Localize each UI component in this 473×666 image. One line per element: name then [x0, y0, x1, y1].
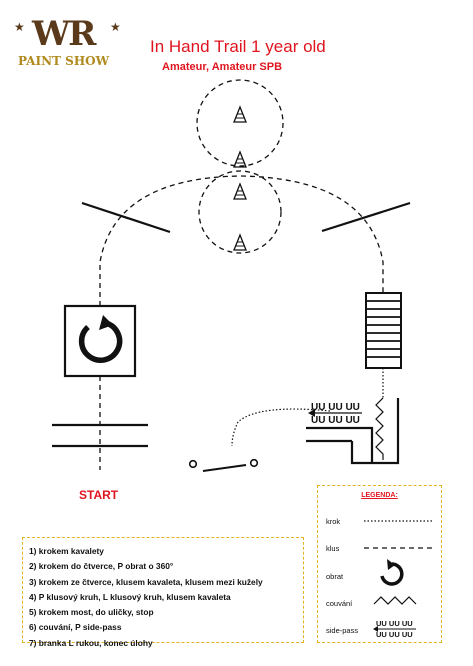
cone-icon: [233, 182, 247, 200]
cone-icon: [233, 233, 247, 251]
side-pass-marks: UU UU UU: [311, 402, 360, 413]
walk-path-gate: [231, 408, 331, 447]
legend-box: LEGENDA: krok klus obrat couvání side-pa…: [317, 485, 442, 643]
trot-circle-lower: [198, 170, 282, 254]
step-item: 3) krokem ze čtverce, klusem kavaleta, k…: [29, 576, 263, 587]
cone-icon: [233, 105, 247, 123]
legend-backing-zigzag: [373, 596, 417, 605]
step-item: 5) krokem most, do uličky, stop: [29, 607, 154, 618]
gate-bar: [202, 464, 247, 472]
logo-mark: WR: [32, 14, 96, 54]
legend-title: LEGENDA:: [361, 492, 398, 499]
trot-circle-upper: [196, 79, 284, 167]
cavaletti-pole-left: [81, 201, 171, 234]
side-pass-marks: UU UU UU: [311, 415, 360, 426]
legend-label-klus: klus: [326, 544, 340, 553]
turn-square: [63, 304, 137, 378]
legend-side-pass-marks: UU UU UU: [376, 619, 413, 628]
cone-icon: [233, 150, 247, 168]
backing-zigzag: [375, 397, 384, 460]
star-icon: ★: [110, 20, 121, 34]
legend-label-couvani: couvání: [326, 599, 353, 608]
legend-turn-icon: [380, 559, 404, 586]
legend-side-pass-marks: UU UU UU: [376, 630, 413, 639]
alley-inner: [306, 426, 374, 463]
step-item: 4) P klusový kruh, L klusový kruh, kluse…: [29, 591, 231, 602]
gate-post-left: [188, 459, 198, 469]
legend-label-sidepass: side-pass: [326, 626, 359, 635]
step-item: 1) krokem kavalety: [29, 546, 104, 556]
legend-symbols: UU UU UU UU UU UU: [364, 520, 432, 639]
cavaletti-pole-right: [321, 201, 411, 233]
gate-post-right: [249, 458, 259, 468]
steps-box: 1) krokem kavalety 2) krokem do čtverce,…: [22, 537, 304, 648]
step-item: 6) couvání, P side-pass: [29, 622, 122, 633]
page-title: In Hand Trail 1 year old: [150, 37, 326, 56]
legend-label-krok: krok: [326, 517, 341, 526]
alley-outer: [350, 398, 400, 465]
turn-icon: [78, 315, 123, 363]
star-icon: ★: [14, 20, 25, 34]
step-item: 2) krokem do čtverce, P obrat o 360°: [29, 561, 174, 572]
step-item: 7) branka L rukou, konec úlohy: [29, 637, 153, 648]
legend-label-obrat: obrat: [326, 572, 344, 581]
start-label: START: [79, 488, 119, 502]
logo: ★ WR ★ PAINT SHOW: [14, 14, 124, 76]
bridge: [365, 292, 402, 369]
page-subtitle: Amateur, Amateur SPB: [162, 61, 283, 73]
logo-subtitle: PAINT SHOW: [18, 54, 110, 68]
